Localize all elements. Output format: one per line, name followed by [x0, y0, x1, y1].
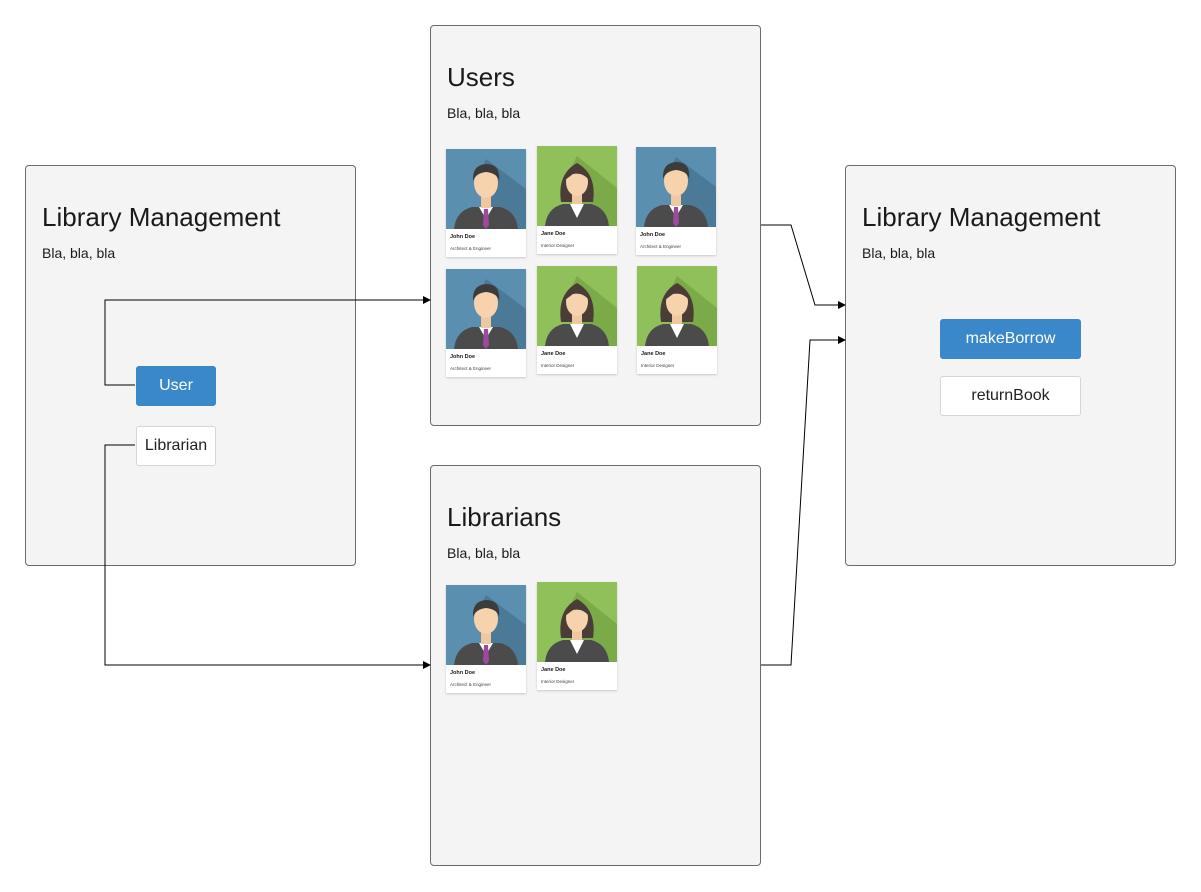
librarians-panel: Librarians Bla, bla, bla John Doe Archit… [430, 465, 761, 866]
card-name: John Doe [450, 354, 476, 360]
librarian-card[interactable]: John Doe Architect & Engineer [446, 585, 526, 693]
user-card[interactable]: John Doe Architect & Engineer [636, 147, 716, 255]
panel-title: Library Management [862, 202, 1101, 232]
male-avatar-icon [446, 585, 526, 665]
female-avatar-icon [537, 582, 617, 662]
user-card[interactable]: Jane Doe Interior Designer [637, 266, 717, 374]
librarian-card[interactable]: Jane Doe Interior Designer [537, 582, 617, 690]
user-card[interactable]: Jane Doe Interior Designer [537, 146, 617, 254]
librarian-button[interactable]: Librarian [136, 426, 216, 466]
return-book-button[interactable]: returnBook [940, 376, 1081, 416]
card-role: Architect & Engineer [450, 682, 492, 687]
user-card[interactable]: John Doe Architect & Engineer [446, 149, 526, 257]
female-avatar-icon [637, 266, 717, 346]
make-borrow-button[interactable]: makeBorrow [940, 319, 1081, 359]
user-button[interactable]: User [136, 366, 216, 406]
female-avatar-icon [537, 266, 617, 346]
left-library-management-panel: Library Management Bla, bla, bla User Li… [25, 165, 356, 566]
card-role: Interior Designer [541, 679, 575, 684]
right-library-management-panel: Library Management Bla, bla, bla makeBor… [845, 165, 1176, 566]
panel-title: Librarians [447, 502, 562, 532]
card-name: Jane Doe [541, 667, 566, 673]
edge-users-to-right-panel [761, 224, 846, 309]
card-role: Architect & Engineer [640, 244, 682, 249]
card-name: John Doe [450, 670, 476, 676]
panel-subtitle: Bla, bla, bla [447, 545, 521, 561]
panel-subtitle: Bla, bla, bla [447, 105, 521, 121]
card-role: Architect & Engineer [450, 366, 492, 371]
card-role: Interior Designer [541, 243, 575, 248]
panel-subtitle: Bla, bla, bla [42, 245, 116, 261]
card-name: John Doe [450, 234, 476, 240]
card-name: Jane Doe [641, 351, 666, 357]
panel-subtitle: Bla, bla, bla [862, 245, 936, 261]
edge-librarians-to-right-panel [761, 336, 846, 666]
female-avatar-icon [537, 146, 617, 226]
card-name: Jane Doe [541, 351, 566, 357]
panel-title: Library Management [42, 202, 281, 232]
panel-title: Users [447, 62, 515, 92]
card-name: Jane Doe [541, 231, 566, 237]
card-name: John Doe [640, 232, 666, 238]
card-role: Architect & Engineer [450, 246, 492, 251]
user-card[interactable]: Jane Doe Interior Designer [537, 266, 617, 374]
male-avatar-icon [446, 269, 526, 349]
male-avatar-icon [446, 149, 526, 229]
male-avatar-icon [636, 147, 716, 227]
users-panel: Users Bla, bla, bla John Doe Architect &… [430, 25, 761, 426]
card-role: Interior Designer [641, 363, 675, 368]
user-card[interactable]: John Doe Architect & Engineer [446, 269, 526, 377]
card-role: Interior Designer [541, 363, 575, 368]
